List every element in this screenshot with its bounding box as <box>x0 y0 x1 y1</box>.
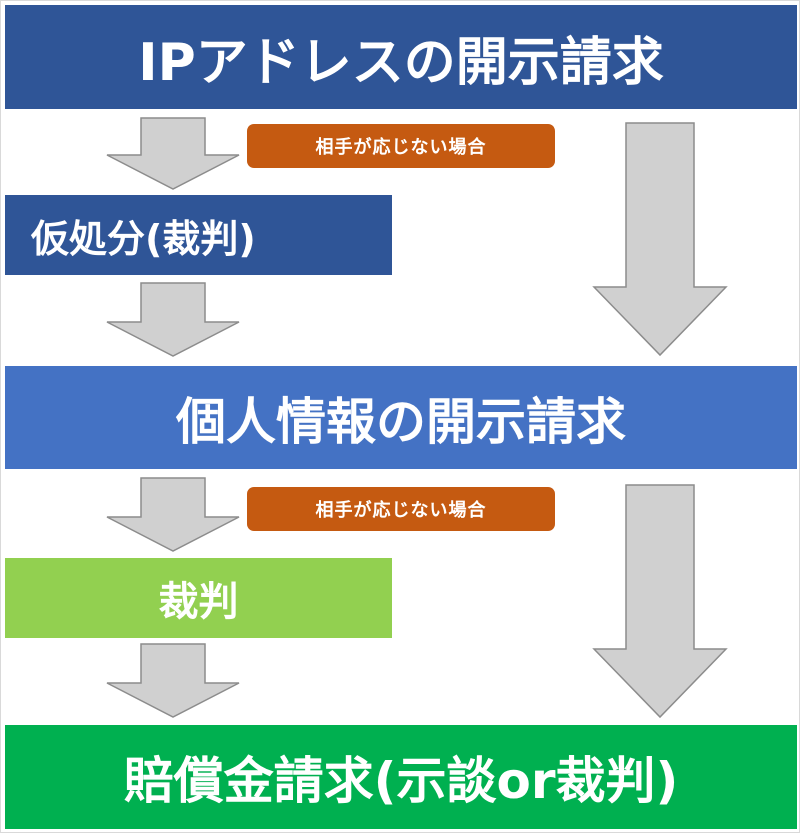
arrow-down-icon <box>106 117 240 190</box>
condition-badge-label: 相手が応じない場合 <box>315 500 487 521</box>
step-personal-info-label: 個人情報の開示請求 <box>176 392 626 451</box>
condition-badge: 相手が応じない場合 <box>247 487 555 531</box>
step-damages-label: 賠償金請求(示談or裁判) <box>123 752 679 810</box>
step-ip-disclosure: IPアドレスの開示請求 <box>5 5 797 109</box>
arrow-down-icon <box>106 643 240 718</box>
skip-arrow-down-icon <box>592 484 728 719</box>
skip-arrow-down-icon <box>592 122 728 357</box>
step-provisional-disposition: 仮処分(裁判) <box>5 195 392 275</box>
condition-badge-label: 相手が応じない場合 <box>315 137 487 158</box>
step-personal-info-disclosure: 個人情報の開示請求 <box>5 366 797 469</box>
condition-badge: 相手が応じない場合 <box>247 124 555 168</box>
step-lawsuit: 裁判 <box>5 558 392 638</box>
step-ip-disclosure-label: IPアドレスの開示請求 <box>138 32 664 93</box>
step-damages-claim: 賠償金請求(示談or裁判) <box>5 725 797 829</box>
arrow-down-icon <box>106 282 240 357</box>
arrow-down-icon <box>106 477 240 552</box>
step-lawsuit-label: 裁判 <box>158 579 239 625</box>
step-provisional-label: 仮処分(裁判) <box>31 216 256 261</box>
